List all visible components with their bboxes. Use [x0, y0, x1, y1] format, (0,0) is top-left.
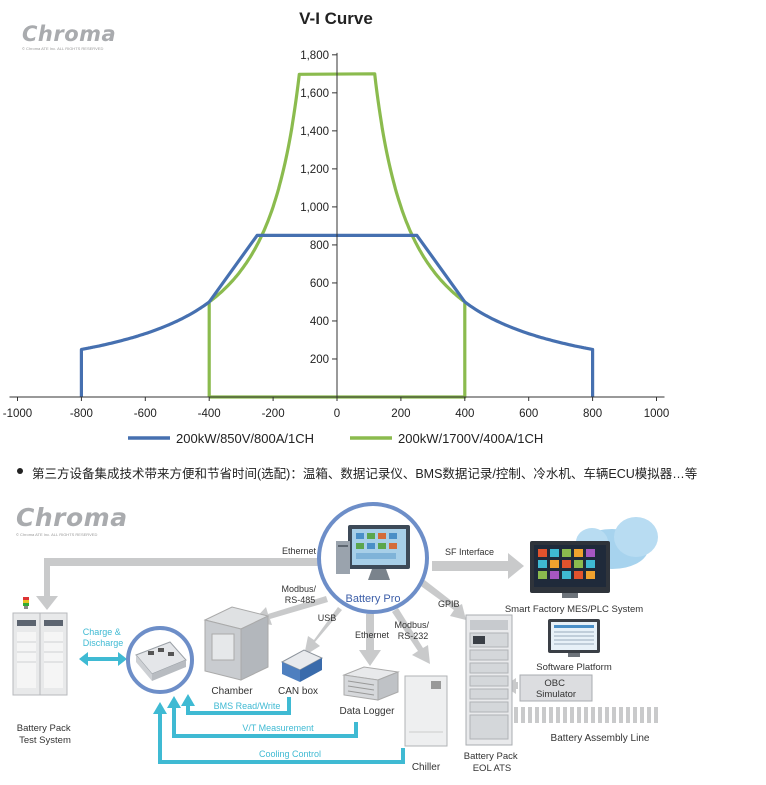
chroma-logo-top: Chroma © Chroma ATE Inc. ALL RIGHTS RESE… — [22, 22, 116, 51]
sf-interface-arrow — [432, 553, 524, 579]
x-tick-label: -800 — [70, 408, 93, 420]
software-platform-node: Software Platform — [536, 619, 612, 673]
assembly-line-track — [514, 707, 658, 723]
test-system-label: Battery Pack Test System — [17, 723, 74, 746]
gray-connections — [36, 553, 658, 723]
pc-tower-icon — [336, 541, 350, 574]
obc-label: OBC Simulator — [536, 678, 576, 700]
y-tick-label: 1,800 — [300, 50, 329, 62]
chamber-node: Chamber — [203, 606, 270, 697]
axes-layer: 200 400 600 800 1,000 1,200 1,400 1,600 1,800 -10… — [3, 50, 670, 420]
y-tick-label: 800 — [310, 240, 329, 252]
chamber-label: Chamber — [211, 686, 253, 697]
cyan-labels: Charge & Discharge BMS Read/Write V/T Me… — [83, 627, 321, 759]
data-logger-label: Data Logger — [339, 706, 395, 717]
obc-box — [519, 674, 593, 702]
charge-discharge-label: Charge & Discharge — [83, 627, 124, 648]
eol-ats-label: Battery Pack EOL ATS — [464, 751, 521, 774]
obc-node: OBC Simulator — [519, 674, 593, 702]
ethernet-mid-label: Ethernet — [355, 630, 390, 640]
mes-node: Smart Factory MES/PLC System — [505, 517, 658, 615]
x-tick-label: 0 — [334, 408, 340, 420]
modbus-rs232-arrow — [392, 608, 430, 664]
modbus-rs232-label: Modbus/ RS-232 — [394, 620, 431, 641]
x-tick-label: 400 — [455, 408, 474, 420]
bms-readwrite-label: BMS Read/Write — [214, 701, 281, 711]
modbus-rs485-label: Modbus/ RS-485 — [281, 584, 318, 605]
legend: 200kW/850V/800A/1CH 200kW/1700V/400A/1CH — [128, 431, 543, 446]
brand-name: Chroma — [22, 22, 117, 46]
y-tick-label: 1,200 — [300, 164, 329, 176]
ethernet-top-label: Ethernet — [282, 546, 317, 556]
x-tick-label: -600 — [134, 408, 157, 420]
vt-measurement-label: V/T Measurement — [242, 723, 314, 733]
modbus-rs485-arrow — [252, 596, 328, 625]
legend-label: 200kW/850V/800A/1CH — [176, 431, 314, 446]
link-labels: Ethernet SF Interface Modbus/ RS-485 USB… — [281, 546, 494, 641]
usb-arrow — [304, 607, 342, 656]
software-platform-label: Software Platform — [536, 662, 612, 673]
bullet-text: 第三方设备集成技术带来方便和节省时间(选配)：温箱、数据记录仪、BMS数据记录/… — [32, 467, 698, 481]
battery-pack-node — [126, 626, 194, 694]
x-tick-label: 600 — [519, 408, 538, 420]
ethernet-arrow — [36, 558, 335, 610]
mes-label: Smart Factory MES/PLC System — [505, 604, 643, 615]
x-tick-label: -1000 — [3, 408, 32, 420]
series-line-2 — [207, 72, 467, 399]
can-box-node: CAN box — [278, 649, 324, 697]
system-diagram: Battery Pro Battery Pack Test System Cha… — [12, 502, 658, 774]
x-tick-label: 1000 — [644, 408, 670, 420]
y-tick-label: 400 — [310, 316, 329, 328]
battery-pro-node: Battery Pro — [317, 502, 429, 614]
data-logger-node: Data Logger — [339, 666, 400, 717]
can-box-label: CAN box — [278, 686, 318, 697]
brand-name: Chroma — [16, 503, 128, 532]
test-system-node: Battery Pack Test System — [12, 597, 74, 746]
eol-ats-node: Battery Pack EOL ATS — [464, 614, 521, 774]
legend-label: 200kW/1700V/400A/1CH — [398, 431, 543, 446]
chart-title: V-I Curve — [299, 9, 373, 28]
assembly-line-label: Battery Assembly Line — [551, 733, 650, 744]
chiller-label: Chiller — [412, 762, 441, 773]
charge-discharge-arrow — [79, 652, 127, 666]
y-tick-label: 1,000 — [300, 202, 329, 214]
copyright-text: © Chroma ATE Inc. ALL RIGHTS RESERVED — [22, 46, 104, 51]
usb-label: USB — [318, 613, 337, 623]
bullet-dot — [17, 468, 23, 474]
x-tick-label: 800 — [583, 408, 602, 420]
cooling-control-label: Cooling Control — [259, 749, 321, 759]
chiller-node: Chiller — [404, 675, 448, 773]
ethernet-logger-arrow — [359, 614, 381, 666]
cyan-connections — [79, 652, 405, 764]
x-tick-label: -400 — [198, 408, 221, 420]
bms-readwrite-arrow — [181, 694, 291, 715]
sf-interface-label: SF Interface — [445, 547, 494, 557]
gpib-arrow — [418, 578, 466, 620]
vi-curve-chart: V-I Curve 200 400 600 800 1,000 1,200 1,400 1,6… — [3, 9, 670, 446]
gpib-label: GPIB — [438, 599, 460, 609]
copyright-text: © Chroma ATE Inc. ALL RIGHTS RESERVED — [16, 532, 98, 537]
y-tick-label: 1,400 — [300, 126, 329, 138]
x-tick-label: 200 — [391, 408, 410, 420]
chroma-logo-bottom: Chroma © Chroma ATE Inc. ALL RIGHTS RESE… — [16, 503, 128, 537]
x-tick-label: -200 — [262, 408, 285, 420]
y-tick-label: 600 — [310, 278, 329, 290]
y-tick-label: 200 — [310, 354, 329, 366]
battery-pro-label: Battery Pro — [345, 593, 400, 605]
y-tick-label: 1,600 — [300, 88, 329, 100]
